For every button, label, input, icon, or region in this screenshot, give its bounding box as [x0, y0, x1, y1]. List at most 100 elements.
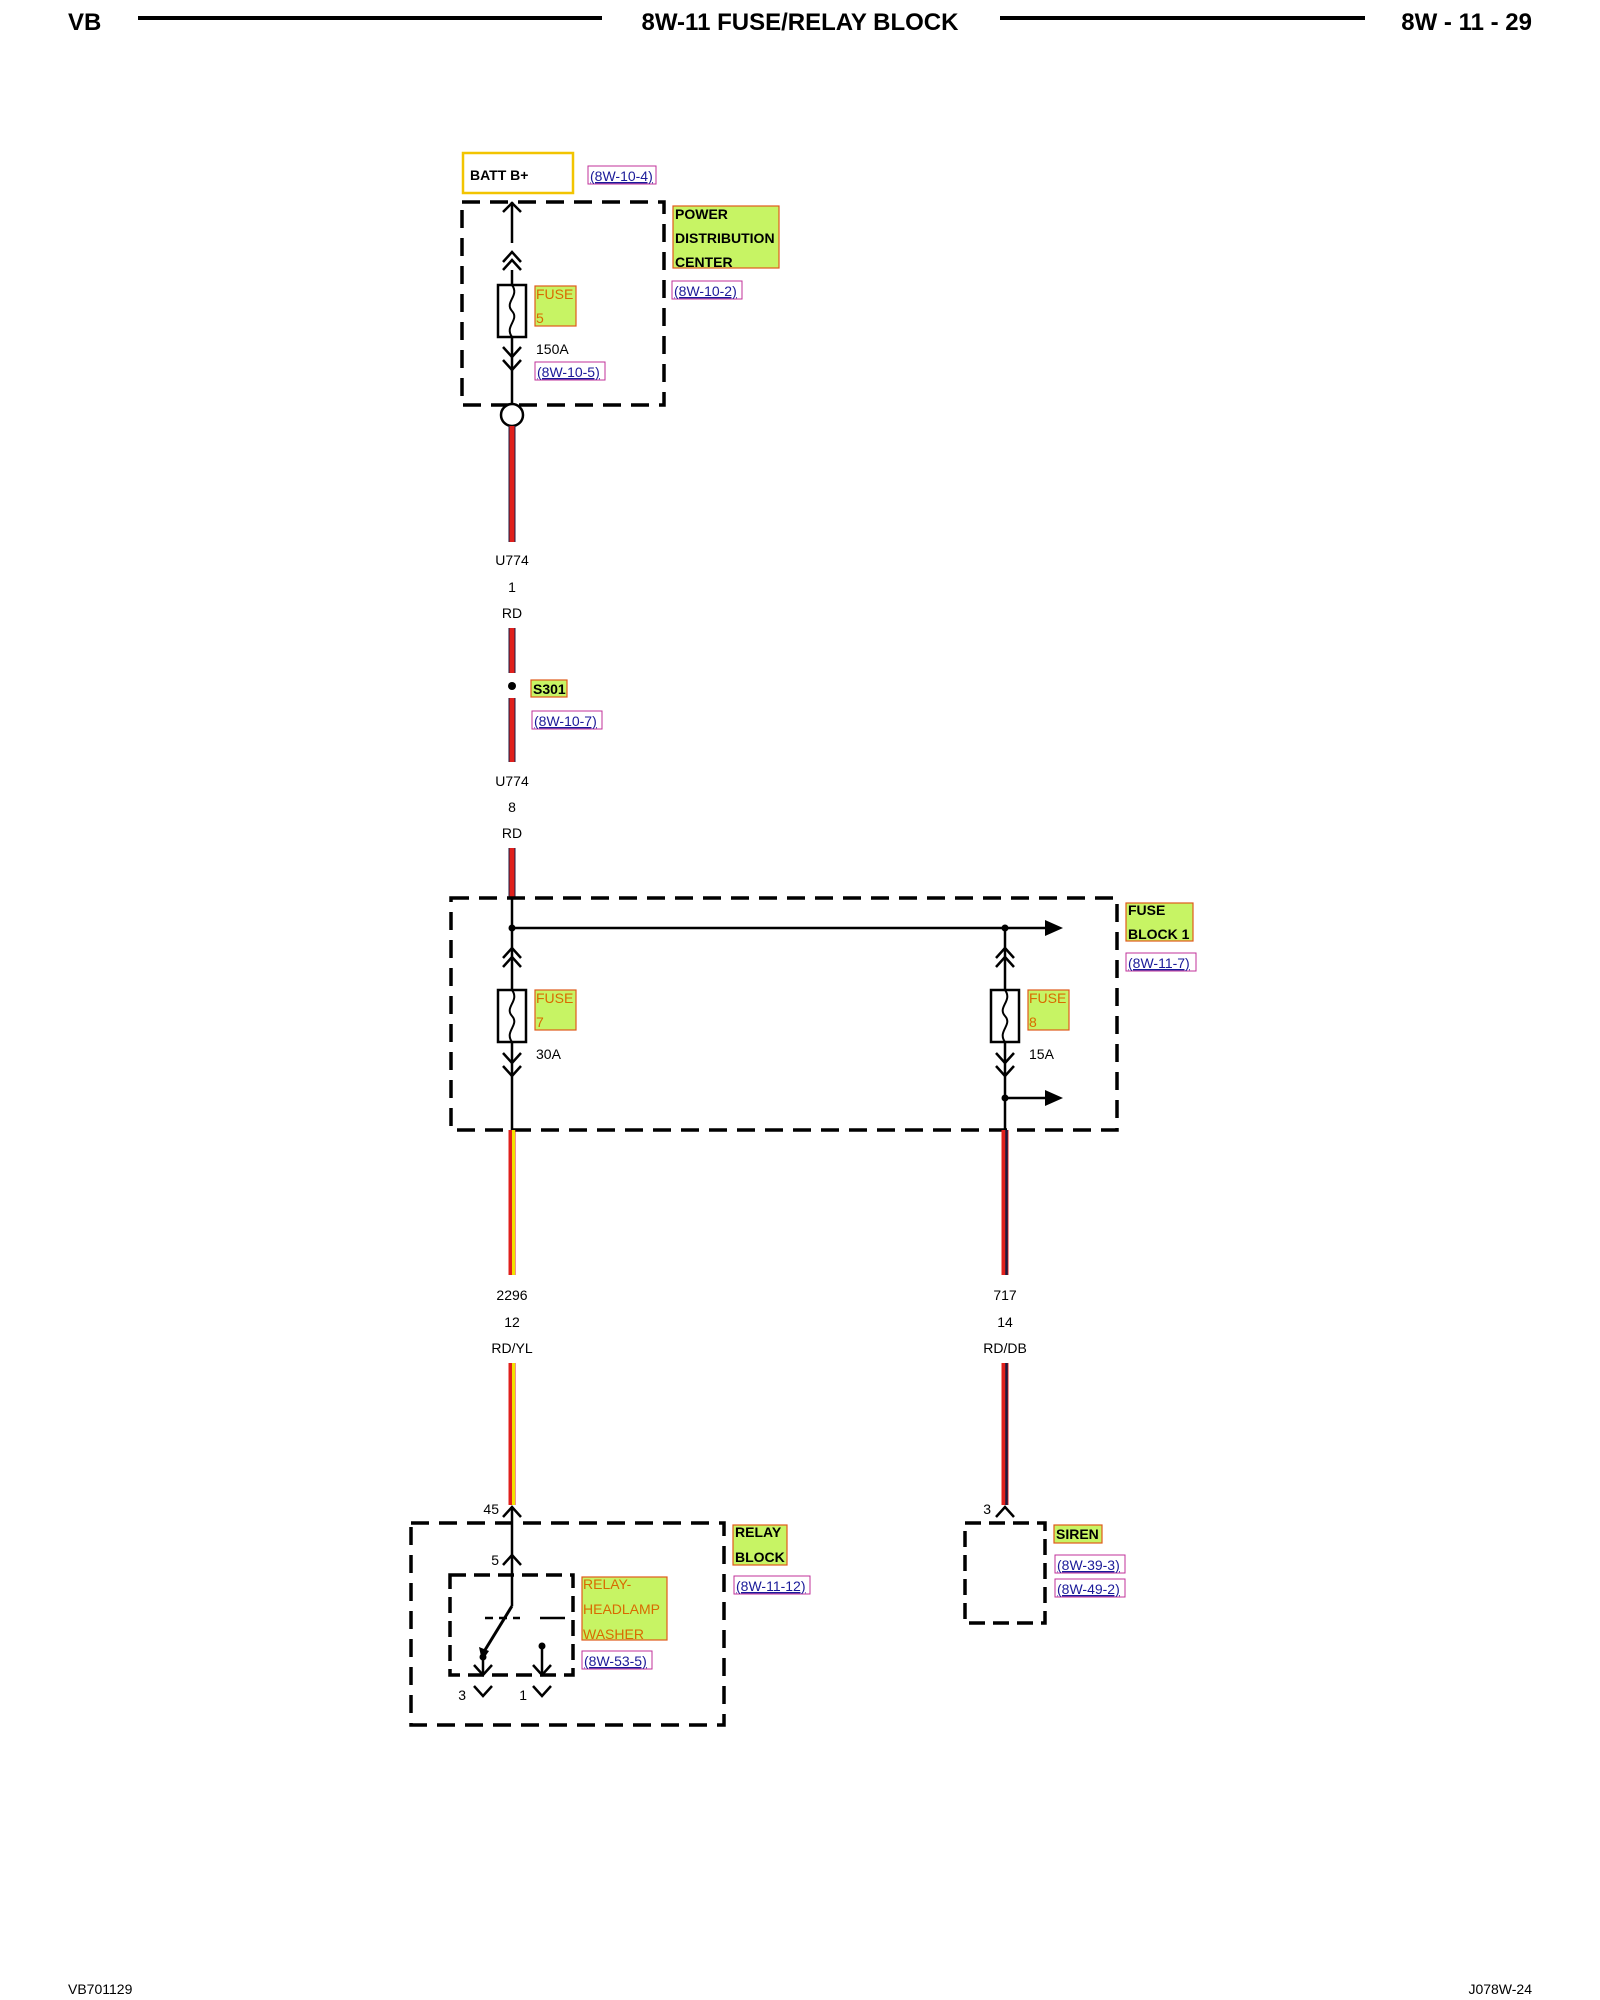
fuse-block-label-highlight: [1125, 902, 1194, 942]
fuse-block-ref-link[interactable]: (8W-11-7): [1125, 952, 1197, 972]
wire-u774-upper-cavity: 1: [508, 579, 516, 595]
fuse-5-label-highlight: [534, 285, 577, 327]
siren-input-chevron-icon: [995, 1505, 1015, 1518]
wire-u774-lower-cavity: 8: [508, 799, 516, 815]
fuse-block-1: FUSE BLOCK 1 (8W-11-7) FUSE 7 30A: [449, 896, 1197, 1132]
pdc-top-chevron-icon: [502, 201, 522, 213]
header-left: VB: [68, 9, 101, 36]
relay-block-ref-text: (8W-11-12): [736, 1578, 806, 1594]
fuse-5-ref-link[interactable]: (8W-10-5): [534, 361, 606, 381]
relay-pin-1-junction-icon: [538, 1642, 546, 1650]
fuse-8-label: FUSE: [1029, 990, 1066, 1006]
splice-label-highlight: [530, 679, 568, 698]
splice-label: S301: [533, 681, 566, 697]
wire-u774-upper: U774 1 RD: [495, 426, 529, 673]
relay-block-ref-link[interactable]: (8W-11-12): [733, 1575, 811, 1595]
battery-source: BATT B+ (8W-10-4): [461, 151, 657, 195]
relay-block-label-line1: RELAY: [735, 1524, 782, 1540]
fuse-8-bottom-chevron-icon: [995, 1052, 1015, 1065]
siren-ref-1-link[interactable]: (8W-39-3): [1054, 1554, 1126, 1574]
wire-2296: 2296 12 RD/YL: [491, 1130, 533, 1505]
pdc-label-line2: DISTRIBUTION: [675, 230, 775, 246]
relay-pin-1-label: 1: [519, 1687, 527, 1703]
siren-ref-2-text: (8W-49-2): [1057, 1581, 1120, 1597]
fuse-block-label-line2: BLOCK 1: [1128, 926, 1190, 942]
battery-ref-link[interactable]: (8W-10-4): [587, 165, 657, 185]
page-footer: VB701129 J078W-24: [68, 1981, 1532, 1997]
fuse-5-label: FUSE: [536, 286, 573, 302]
relay-block: 45 RELAY BLOCK (8W-11-12) 5 3 1 RELAY- H: [409, 1501, 811, 1727]
battery-ref-text: (8W-10-4): [590, 168, 653, 184]
fuse-8-bottom-chevron2-icon: [995, 1065, 1015, 1078]
relay-pin-1-chevron-icon: [532, 1685, 552, 1698]
pdc-label-line3: CENTER: [675, 254, 733, 270]
fuse-8-label-highlight: [1027, 989, 1070, 1031]
fuse-8-element-icon: [1001, 989, 1009, 1043]
relay-pin-3-label: 3: [458, 1687, 466, 1703]
wire-2296-cavity: 12: [504, 1314, 520, 1330]
page-number: 8W - 11 - 29: [1401, 9, 1532, 36]
siren-dashed-box: [963, 1521, 1047, 1625]
fuse-5-bottom-chevron2-icon: [502, 359, 522, 372]
fuse-8-branch-arrow-icon: [1045, 1090, 1063, 1106]
relay-switch-arm-icon: [483, 1605, 514, 1651]
battery-source-box: [461, 151, 575, 195]
pdc-label-highlight: [672, 205, 780, 269]
relay-name-line1: RELAY-: [583, 1576, 632, 1592]
pdc-connector-icon: [499, 402, 525, 428]
fuse-8-rating: 15A: [1029, 1046, 1055, 1062]
wire-u774-lower-circuit: U774: [495, 773, 529, 789]
siren-pin-label: 3: [983, 1501, 991, 1517]
footer-left: VB701129: [68, 1981, 133, 1997]
relay-pin-3-junction-icon: [479, 1653, 487, 1661]
pdc-ref-link[interactable]: (8W-10-2): [671, 280, 743, 300]
fuse-7-label: FUSE: [536, 990, 573, 1006]
pdc-label-line1: POWER: [675, 206, 728, 222]
relay-block-label-line2: BLOCK: [735, 1549, 785, 1565]
pdc-dashed-box: [460, 200, 666, 407]
relay-pin-3-chevron-icon: [473, 1685, 493, 1698]
relay-ref-text: (8W-53-5): [584, 1653, 647, 1669]
relay-pin-3-arrow-icon: [473, 1664, 493, 1677]
fuse-5-top-chevron2-icon: [502, 258, 522, 271]
fuse-5-bottom-chevron-icon: [502, 346, 522, 359]
wire-u774-lower-color: RD: [502, 825, 522, 841]
splice-ref-link[interactable]: (8W-10-7): [531, 710, 603, 730]
fuse-7-top-chevron-icon: [502, 946, 522, 959]
fuse-7-element-icon: [508, 989, 516, 1043]
fuse-5-ref-text: (8W-10-5): [537, 364, 600, 380]
page-header: VB 8W-11 FUSE/RELAY BLOCK 8W - 11 - 29: [68, 9, 1532, 36]
fuse-7-bottom-chevron-icon: [502, 1052, 522, 1065]
fuse-block-dashed-box: [449, 896, 1119, 1132]
fuse-5-element-icon: [508, 284, 516, 338]
fuse-7-rating: 30A: [536, 1046, 562, 1062]
wire-u774-upper-circuit: U774: [495, 552, 529, 568]
bus-continue-arrow-icon: [1045, 920, 1063, 936]
fuse-8-top-chevron-icon: [995, 946, 1015, 959]
siren-ref-2-link[interactable]: (8W-49-2): [1054, 1578, 1126, 1598]
wire-717-circuit: 717: [993, 1287, 1017, 1303]
relay-block-input-pin: 45: [483, 1501, 499, 1517]
splice-dot-icon: [508, 682, 516, 690]
siren-label: SIREN: [1056, 1526, 1099, 1542]
fuse-8-top-chevron2-icon: [995, 955, 1015, 968]
wire-u774-lower: U774 8 RD: [495, 698, 529, 898]
splice-ref-text: (8W-10-7): [534, 713, 597, 729]
relay-ref-link[interactable]: (8W-53-5): [581, 1650, 653, 1670]
siren-ref-1-text: (8W-39-3): [1057, 1557, 1120, 1573]
siren-label-highlight: [1053, 1524, 1103, 1544]
fuse-7-bottom-chevron2-icon: [502, 1065, 522, 1078]
relay-name-highlight: [581, 1576, 668, 1641]
fuse-8-number: 8: [1029, 1014, 1037, 1030]
fuse-5-rating: 150A: [536, 341, 569, 357]
relay-pin-5-chevron-icon: [502, 1553, 522, 1566]
footer-right: J078W-24: [1468, 1981, 1532, 1997]
relay-name-line2: HEADLAMP: [583, 1601, 660, 1617]
wire-717-color: RD/DB: [983, 1340, 1027, 1356]
splice-s301: S301 (8W-10-7): [508, 679, 603, 730]
fuse-7-top-chevron2-icon: [502, 955, 522, 968]
fuse-block-ref-text: (8W-11-7): [1128, 955, 1190, 971]
pdc-ref-text: (8W-10-2): [674, 283, 737, 299]
relay-name-line3: WASHER: [583, 1626, 644, 1642]
